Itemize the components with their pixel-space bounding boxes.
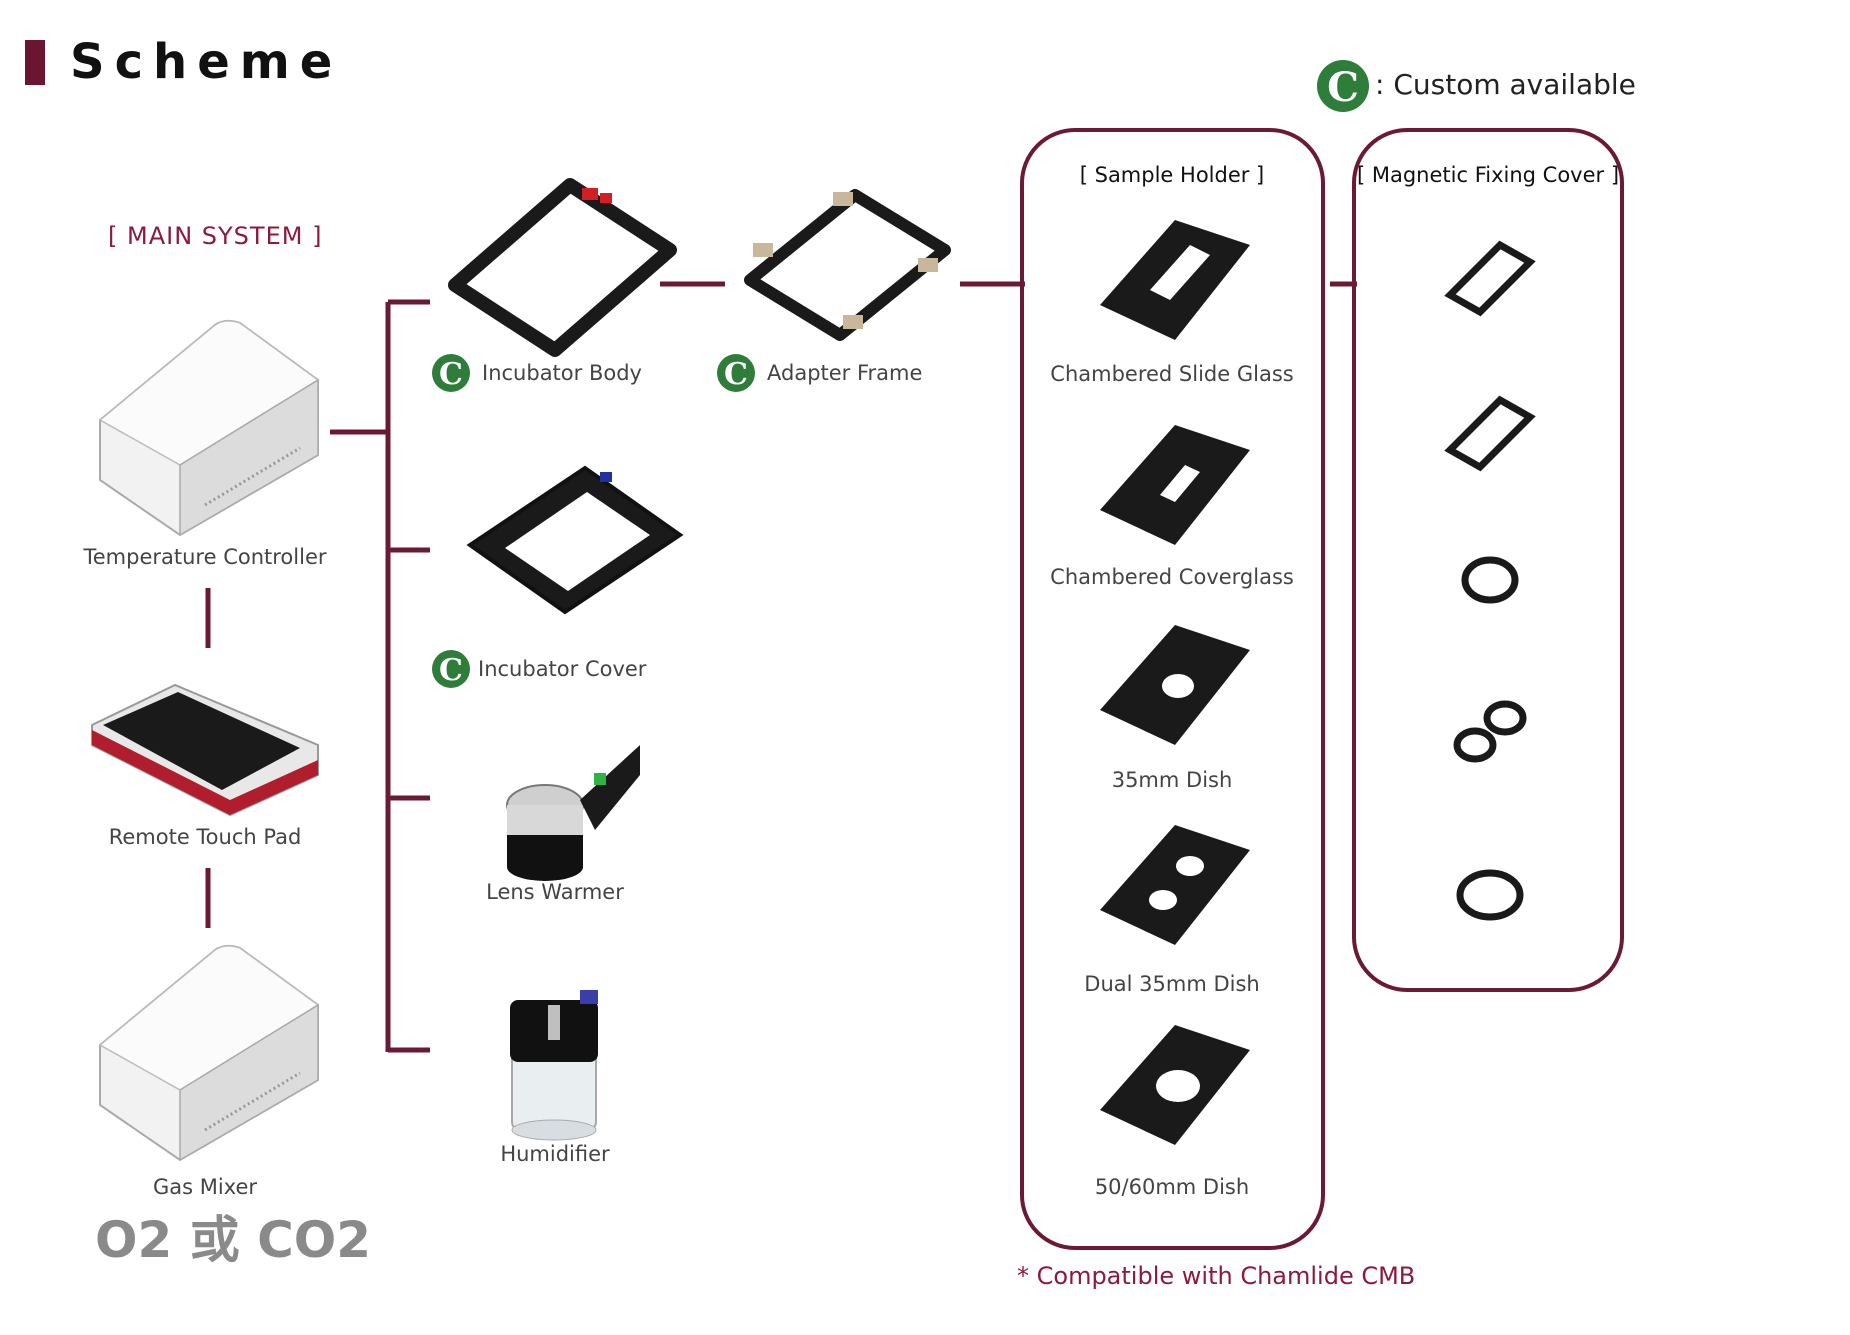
svg-text:C: C xyxy=(439,653,463,688)
custom-badge-icon: C xyxy=(432,354,470,392)
page-title: Scheme xyxy=(70,34,343,90)
adapter-frame-label: Adapter Frame xyxy=(767,361,923,385)
svg-text:C: C xyxy=(439,357,463,392)
incubator-cover-image xyxy=(466,465,684,615)
sample-holder-panel xyxy=(1020,128,1325,1250)
sample-holder-title: [ Sample Holder ] xyxy=(1079,163,1265,187)
sample-holder-item-label: Chambered Slide Glass xyxy=(1050,362,1294,386)
humidifier-image xyxy=(510,990,598,1141)
svg-text:C: C xyxy=(724,357,748,392)
sample-holder-item-label: Dual 35mm Dish xyxy=(1084,972,1260,996)
gas-mixer-image xyxy=(98,944,320,1162)
magnetic-cover-ring-2 xyxy=(1456,869,1524,921)
sample-plate-dual-35mm-dish xyxy=(1100,825,1250,945)
magnetic-cover-title: [ Magnetic Fixing Cover ] xyxy=(1356,163,1620,187)
custom-badge-icon: C xyxy=(717,354,755,392)
incubator-cover-label: Incubator Cover xyxy=(478,657,647,681)
main-system-heading: [ MAIN SYSTEM ] xyxy=(108,222,323,250)
adapter-frame-image xyxy=(744,189,951,341)
gas-mixer-label: Gas Mixer xyxy=(152,1175,258,1199)
magnetic-cover-ring-1 xyxy=(1461,556,1519,604)
magnetic-cover-dual-ring-b xyxy=(1483,700,1527,736)
remote-touch-pad-label: Remote Touch Pad xyxy=(108,825,302,849)
remote-touch-pad-image xyxy=(91,683,319,817)
sample-plate-50-60mm-dish xyxy=(1100,1025,1250,1145)
magnetic-cover-slide-2 xyxy=(1444,395,1536,472)
magnetic-cover-slide-1 xyxy=(1444,240,1536,317)
incubator-body-label: Incubator Body xyxy=(482,361,642,385)
lens-warmer-label: Lens Warmer xyxy=(486,880,624,904)
sample-plate-chambered-slide xyxy=(1100,220,1250,340)
sample-plate-35mm-dish xyxy=(1100,625,1250,745)
svg-text:C: C xyxy=(1327,64,1359,111)
temperature-controller-image xyxy=(98,319,320,537)
title-accent-bar xyxy=(25,40,45,85)
humidifier-label: Humidifier xyxy=(500,1142,610,1166)
legend-text: : Custom available xyxy=(1375,68,1636,101)
sample-plate-chambered-coverglass xyxy=(1100,425,1250,545)
temperature-controller-label: Temperature Controller xyxy=(83,545,327,569)
compatibility-footnote: * Compatible with Chamlide CMB xyxy=(1017,1262,1416,1290)
magnetic-cover-panel xyxy=(1352,128,1624,992)
lens-warmer-image xyxy=(506,745,640,881)
sample-holder-item-label: Chambered Coverglass xyxy=(1050,565,1294,589)
incubator-body-image xyxy=(448,178,677,357)
gas-type-note: O2 或 CO2 xyxy=(95,1211,372,1269)
sample-holder-item-label: 50/60mm Dish xyxy=(1094,1175,1250,1199)
sample-holder-item-label: 35mm Dish xyxy=(1111,768,1233,792)
custom-badge-icon: C xyxy=(1317,60,1369,112)
custom-badge-icon: C xyxy=(432,650,470,688)
magnetic-cover-dual-ring-a xyxy=(1453,727,1497,763)
